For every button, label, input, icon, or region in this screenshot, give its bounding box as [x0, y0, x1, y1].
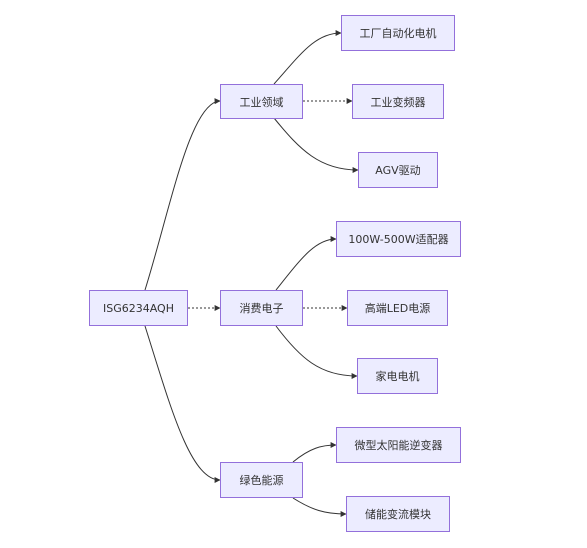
node-leaf-factory-motor[interactable]: 工厂自动化电机: [341, 15, 455, 51]
edge-green-storage: [292, 497, 347, 517]
node-leaf-industrial-inverter[interactable]: 工业变频器: [352, 84, 444, 119]
node-leaf-led-power[interactable]: 高端LED电源: [347, 290, 448, 326]
node-leaf-agv-drive[interactable]: AGV驱动: [358, 152, 438, 188]
node-branch-green[interactable]: 绿色能源: [220, 462, 303, 498]
node-branch-industrial[interactable]: 工业领域: [220, 84, 303, 119]
edge-industrial-factory-motor: [273, 30, 342, 85]
node-leaf-appliance-motor[interactable]: 家电电机: [357, 358, 438, 394]
edge-industrial-agv: [273, 117, 359, 173]
edge-green-solar: [292, 442, 337, 463]
node-leaf-adapter[interactable]: 100W-500W适配器: [336, 221, 461, 257]
node-branch-consumer[interactable]: 消费电子: [220, 290, 303, 326]
node-root[interactable]: ISG6234AQH: [89, 290, 188, 326]
edge-root-branch-green: [144, 325, 221, 483]
node-leaf-storage-module[interactable]: 储能变流模块: [346, 496, 450, 532]
node-leaf-solar-inverter[interactable]: 微型太阳能逆变器: [336, 427, 461, 463]
edge-root-branch-industrial: [144, 98, 221, 291]
edge-consumer-appliance: [275, 325, 358, 379]
edge-consumer-adapter: [275, 236, 337, 291]
